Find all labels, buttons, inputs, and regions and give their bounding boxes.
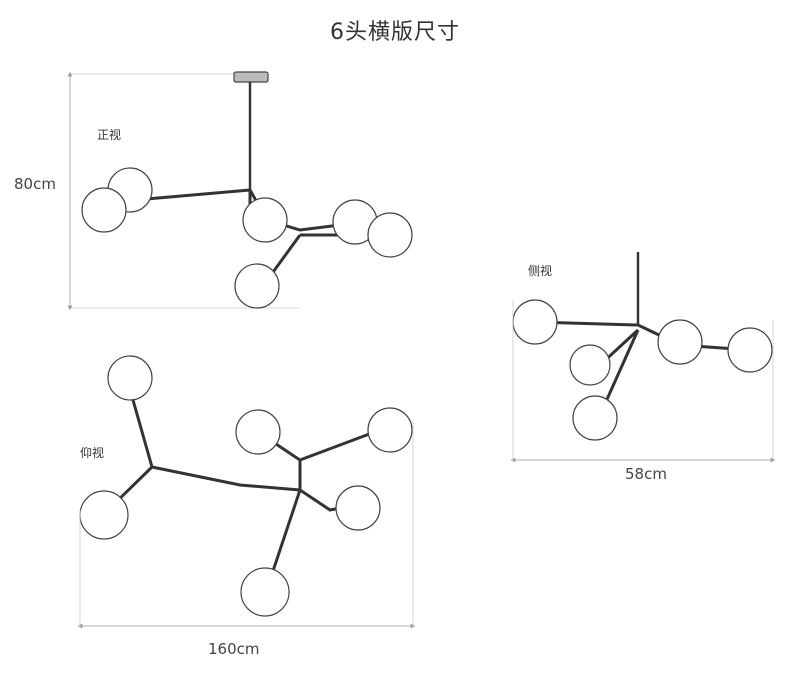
depth-dimension-label: 58cm bbox=[625, 465, 667, 483]
bottom-arms bbox=[106, 399, 381, 581]
page-title: 6头横版尺寸 bbox=[330, 20, 460, 45]
bottom-globe-1 bbox=[107, 355, 153, 401]
width-dimension-label: 160cm bbox=[208, 640, 260, 658]
side-view-drawing bbox=[510, 252, 776, 463]
bottom-globe-6 bbox=[240, 567, 290, 617]
bottom-globe-5 bbox=[335, 485, 381, 531]
height-dimension-label: 80cm bbox=[14, 175, 56, 193]
side-globe-2 bbox=[657, 319, 703, 365]
side-globe-4 bbox=[569, 344, 611, 386]
front-globe-6 bbox=[234, 263, 280, 309]
front-view-drawing bbox=[67, 71, 413, 311]
front-globe-3 bbox=[242, 197, 288, 243]
front-view-label: 正视 bbox=[97, 128, 122, 142]
bottom-view-label: 仰视 bbox=[80, 446, 105, 460]
front-globe-2 bbox=[81, 187, 127, 233]
bottom-globe-4 bbox=[367, 407, 413, 453]
ceiling-canopy bbox=[233, 71, 269, 83]
side-arms bbox=[534, 320, 751, 416]
bottom-globe-3 bbox=[235, 409, 281, 455]
side-globe-1 bbox=[512, 299, 558, 345]
side-globe-5 bbox=[572, 395, 618, 441]
bottom-globe-2 bbox=[79, 490, 129, 540]
bottom-view-drawing bbox=[77, 355, 416, 629]
front-globe-5 bbox=[367, 212, 413, 258]
side-globe-3 bbox=[727, 327, 773, 373]
side-view-label: 侧视 bbox=[528, 264, 553, 278]
